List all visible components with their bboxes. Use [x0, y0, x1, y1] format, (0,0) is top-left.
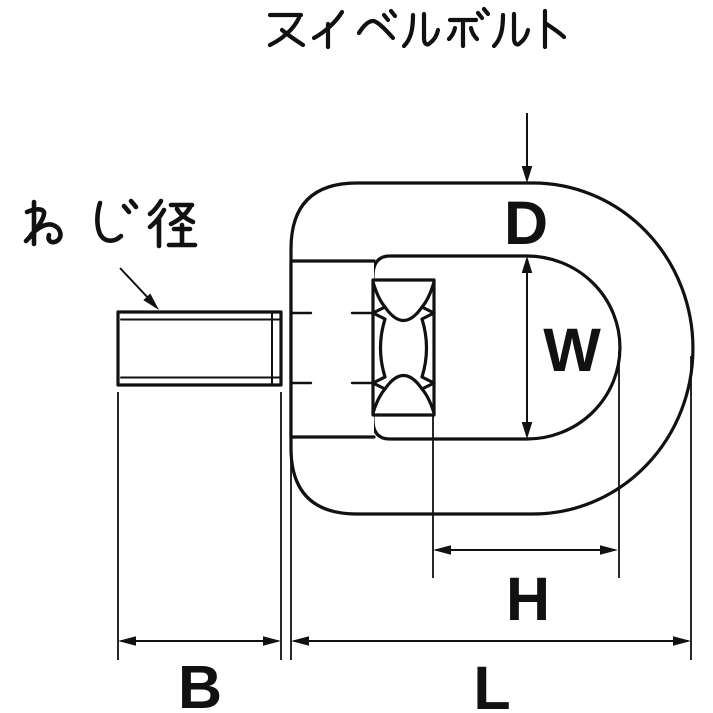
- bolt-outline: [116, 181, 695, 516]
- dim-h-label: H: [506, 565, 550, 633]
- glyph-be: [356, 8, 398, 41]
- glyph-su: [267, 12, 306, 48]
- nut-facets: [371, 280, 436, 415]
- dim-w-arrowhead-bottom: [521, 422, 533, 439]
- body-block: [289, 259, 376, 439]
- thread-stub-lines: [290, 311, 374, 385]
- glyph-i: [311, 9, 345, 50]
- body-block-fill: [291, 261, 374, 437]
- shank-outline: [116, 310, 283, 387]
- dim-l-arrowhead-right: [673, 636, 691, 646]
- dim-b-label: B: [178, 653, 222, 713]
- dim-h-arrowhead-left: [433, 545, 451, 555]
- dim-w-label: W: [543, 316, 601, 384]
- dim-b-arrowhead-right: [263, 636, 281, 646]
- glyph-ne: [23, 199, 63, 247]
- thread-leader-arrowhead: [143, 293, 159, 310]
- dim-h-arrowhead-right: [600, 545, 618, 555]
- dim-d-label: D: [504, 189, 548, 257]
- dim-l-label: L: [473, 654, 510, 713]
- dim-l-arrowhead-left: [291, 636, 309, 646]
- glyph-ru-1: [401, 11, 441, 49]
- dimension-lines: [117, 113, 692, 660]
- glyph-bo: [446, 6, 491, 49]
- shank-thread-lines: [120, 313, 281, 384]
- glyph-ji: [95, 198, 139, 243]
- title-text: [267, 6, 567, 50]
- extension-lines: [117, 351, 692, 660]
- thread-diameter-label: [23, 198, 198, 249]
- glyph-ru-2: [491, 11, 531, 49]
- dim-d-arrowhead: [521, 166, 533, 183]
- dim-w-arrowhead-top: [521, 256, 533, 273]
- dim-b-arrowhead-left: [118, 636, 136, 646]
- thread-leader-line: [119, 267, 151, 301]
- glyph-kei: [147, 198, 198, 249]
- glyph-to: [542, 8, 567, 50]
- dimension-labels: D W H B L: [178, 189, 601, 713]
